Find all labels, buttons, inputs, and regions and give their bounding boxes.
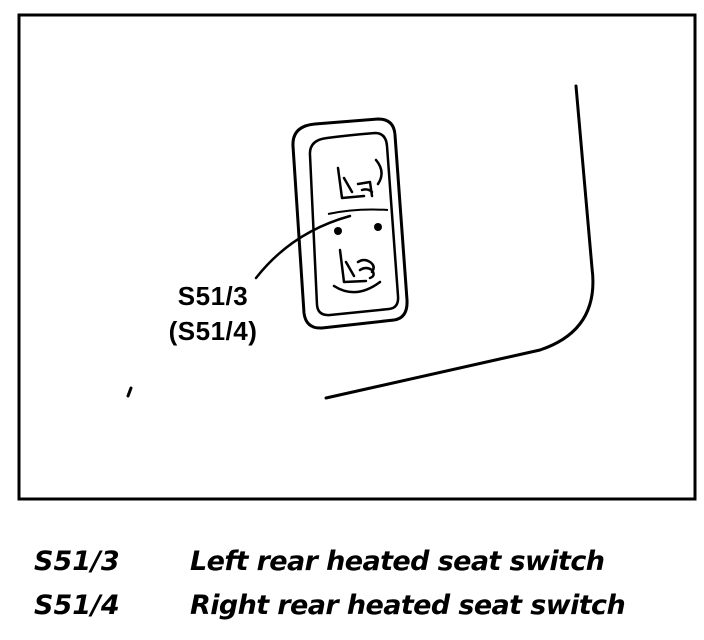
callout-label-alternate: (S51/4) — [168, 316, 258, 346]
legend-code: S51/4 — [34, 590, 120, 621]
legend-description: Left rear heated seat switch — [190, 546, 605, 577]
right-indicator-dot — [374, 223, 382, 231]
door-panel-illustration — [17, 13, 697, 501]
door-panel-outline — [324, 84, 595, 400]
switch-divider — [327, 208, 389, 215]
panel-mark — [126, 386, 133, 398]
legend-row: S51/3 Left rear heated seat switch — [34, 544, 694, 580]
lower-seat-heater-icon — [332, 248, 382, 294]
legend-code: S51/3 — [34, 546, 120, 577]
legend-description: Right rear heated seat switch — [190, 590, 626, 621]
figure-frame — [17, 13, 697, 501]
callout-label-primary: S51/3 — [177, 281, 249, 311]
switch-bezel-outer — [291, 117, 409, 330]
left-indicator-dot — [334, 227, 342, 235]
switch-bezel-inner — [308, 131, 400, 317]
callout-leader-line — [254, 214, 352, 280]
legend-row: S51/4 Right rear heated seat switch — [34, 588, 694, 624]
upper-seat-heater-icon — [336, 158, 383, 200]
